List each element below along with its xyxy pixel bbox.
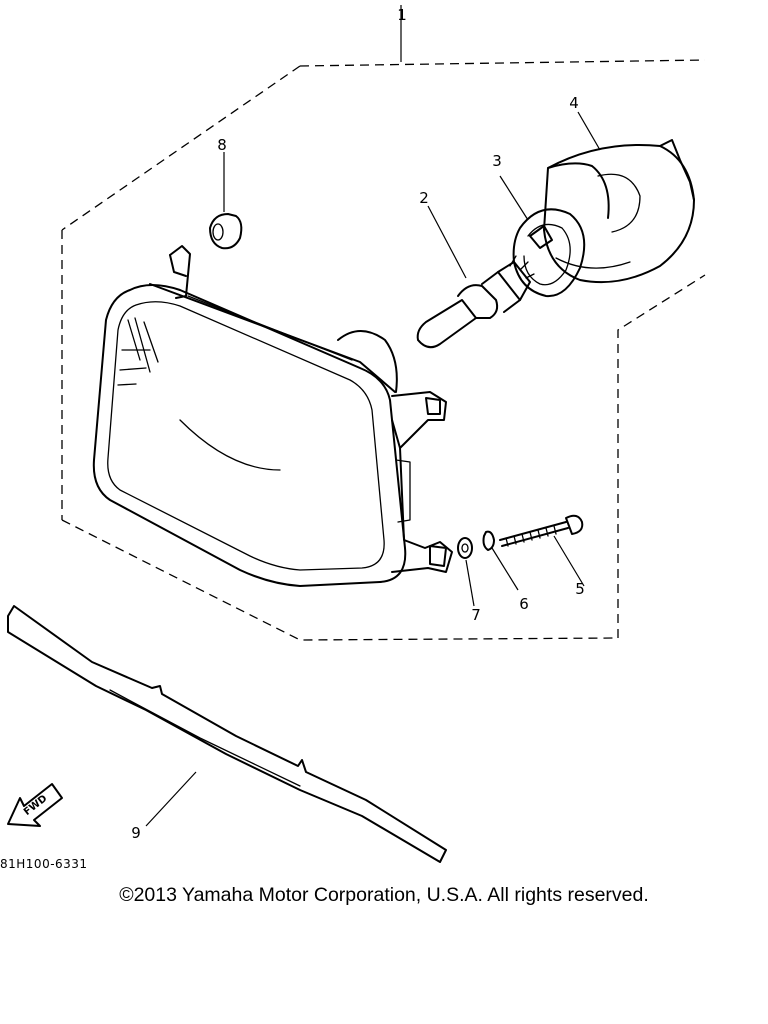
leader-lines: [145, 111, 601, 827]
adjusting-screw: [499, 514, 584, 547]
mounting-stay: [7, 605, 447, 863]
callout-4: 4: [569, 94, 579, 112]
spring: [482, 530, 495, 551]
forward-arrow-icon: FWD: [7, 783, 63, 827]
callout-1: 1: [397, 6, 407, 24]
copyright-notice: ©2013 Yamaha Motor Corporation, U.S.A. A…: [119, 884, 649, 906]
callout-5: 5: [575, 580, 585, 598]
grommet: [209, 213, 243, 250]
headlight-unit: [92, 245, 453, 587]
callout-8: 8: [217, 136, 227, 154]
callout-2: 2: [419, 189, 429, 207]
washer: [457, 537, 473, 559]
callout-3: 3: [492, 152, 502, 170]
callout-9: 9: [131, 824, 141, 842]
callout-7: 7: [471, 606, 481, 624]
assembly-boundary: [61, 5, 706, 641]
bulb-holder-ring: [512, 208, 586, 298]
callout-6: 6: [519, 595, 529, 613]
bulb: [416, 255, 535, 349]
headlight-cover: [543, 139, 695, 284]
drawing-code: 81H100-6331: [0, 857, 88, 871]
headlight-exploded-diagram: 1 2 3 4 5 6 7 8 9 FWD 81H100-6331: [0, 5, 706, 871]
